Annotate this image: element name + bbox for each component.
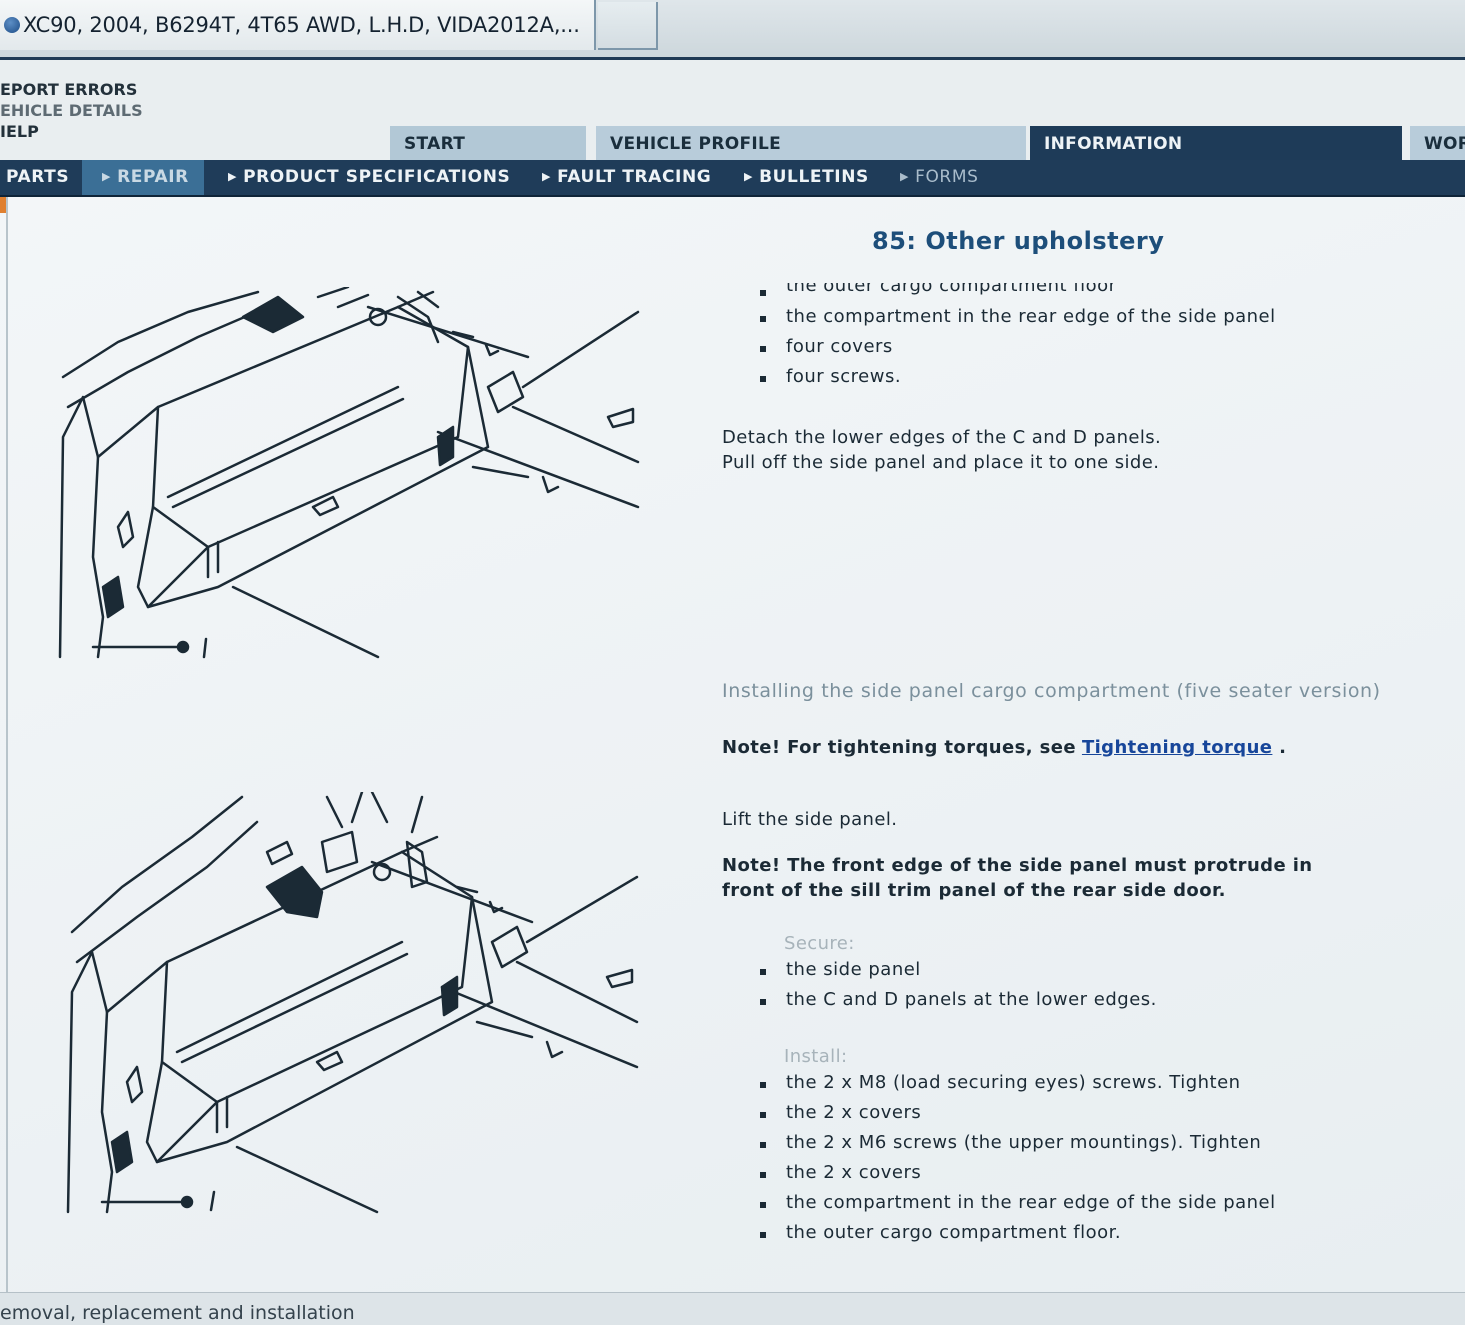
subnav-fault-tracing[interactable]: ▶ FAULT TRACING	[542, 160, 711, 195]
subnav-product-specifications[interactable]: ▶ PRODUCT SPECIFICATIONS	[228, 160, 510, 195]
status-text: emoval, replacement and installation	[0, 1302, 355, 1324]
arrow-right-icon: ▶	[542, 170, 552, 183]
front-edge-note-line-1: Note! The front edge of the side panel m…	[722, 855, 1313, 876]
front-edge-note-line-2: front of the sill trim panel of the rear…	[722, 880, 1226, 901]
window-tab[interactable]: XC90, 2004, B6294T, 4T65 AWD, L.H.D, VID…	[0, 0, 596, 50]
lift-instruction: Lift the side panel.	[722, 809, 898, 830]
tab-information[interactable]: INFORMATION	[1030, 126, 1402, 162]
detach-instructions: Detach the lower edges of the C and D pa…	[722, 425, 1161, 475]
section-heading: Installing the side panel cargo compartm…	[722, 680, 1381, 702]
page-title: 85: Other upholstery	[872, 227, 1165, 255]
secure-list: the side panel the C and D panels at the…	[760, 959, 1157, 1019]
tightening-torque-link[interactable]: Tightening torque	[1081, 737, 1273, 758]
arrow-right-icon: ▶	[900, 170, 910, 183]
front-edge-note: Note! The front edge of the side panel m…	[722, 853, 1313, 903]
tab-start[interactable]: START	[390, 126, 586, 162]
left-frame-rule	[0, 197, 8, 1292]
list-item: the 2 x M8 (load securing eyes) screws. …	[760, 1072, 1276, 1102]
list-item: the outer cargo compartment floor.	[760, 1222, 1276, 1252]
subnav-bulletins[interactable]: ▶ BULLETINS	[744, 160, 869, 195]
subnav-parts[interactable]: PARTS	[6, 160, 69, 195]
arrow-right-icon: ▶	[228, 170, 238, 183]
arrow-right-icon: ▶	[744, 170, 754, 183]
status-bar: emoval, replacement and installation	[0, 1292, 1465, 1325]
report-errors-link[interactable]: EPORT ERRORS	[0, 80, 138, 99]
list-item: the 2 x covers	[760, 1102, 1276, 1132]
tab-vehicle-profile[interactable]: VEHICLE PROFILE	[596, 126, 1026, 162]
content-area: 85: Other upholstery	[0, 197, 1465, 1292]
list-item-cut-off: the outer cargo compartment floor	[760, 283, 1140, 301]
list-item: four screws.	[760, 366, 1276, 396]
subnav-forms[interactable]: ▶ FORMS	[900, 160, 979, 195]
detach-line-2: Pull off the side panel and place it to …	[722, 452, 1160, 473]
subnav-forms-label: FORMS	[915, 167, 979, 187]
window-tab-strip: XC90, 2004, B6294T, 4T65 AWD, L.H.D, VID…	[0, 0, 1465, 60]
install-label: Install:	[784, 1046, 848, 1067]
removal-illustration	[58, 287, 640, 659]
subnav-fault-tracing-label: FAULT TRACING	[557, 167, 712, 187]
subnav-product-specifications-label: PRODUCT SPECIFICATIONS	[243, 167, 511, 187]
secure-label: Secure:	[784, 933, 855, 954]
vehicle-details-link[interactable]: EHICLE DETAILS	[0, 101, 143, 120]
install-list: the 2 x M8 (load securing eyes) screws. …	[760, 1072, 1276, 1252]
sub-navigation: PARTS ▶ REPAIR ▶ PRODUCT SPECIFICATIONS ▶ F…	[0, 160, 1465, 197]
new-tab-button[interactable]	[598, 2, 658, 50]
installation-illustration	[66, 792, 639, 1214]
subnav-repair[interactable]: ▶ REPAIR	[82, 160, 204, 195]
subnav-repair-label: REPAIR	[117, 167, 189, 187]
list-item: the compartment in the rear edge of the …	[760, 1192, 1276, 1222]
list-item: the 2 x M6 screws (the upper mountings).…	[760, 1132, 1276, 1162]
window-tab-title: XC90, 2004, B6294T, 4T65 AWD, L.H.D, VID…	[23, 13, 580, 37]
torque-note-text: Note! For tightening torques, see	[722, 737, 1076, 758]
list-item: the C and D panels at the lower edges.	[760, 989, 1157, 1019]
torque-note-end: .	[1272, 737, 1287, 758]
subnav-bulletins-label: BULLETINS	[759, 167, 869, 187]
help-link[interactable]: IELP	[0, 122, 39, 141]
list-item: the side panel	[760, 959, 1157, 989]
list-item: the compartment in the rear edge of the …	[760, 306, 1276, 336]
globe-icon	[4, 17, 20, 33]
detach-line-1: Detach the lower edges of the C and D pa…	[722, 427, 1162, 448]
list-item-text: the outer cargo compartment floor	[786, 283, 1117, 296]
removal-list: the compartment in the rear edge of the …	[760, 306, 1276, 396]
subnav-parts-label: PARTS	[6, 167, 70, 187]
list-item: the 2 x covers	[760, 1162, 1276, 1192]
tab-work[interactable]: WOR	[1410, 126, 1465, 162]
list-item: four covers	[760, 336, 1276, 366]
arrow-right-icon: ▶	[102, 170, 112, 183]
